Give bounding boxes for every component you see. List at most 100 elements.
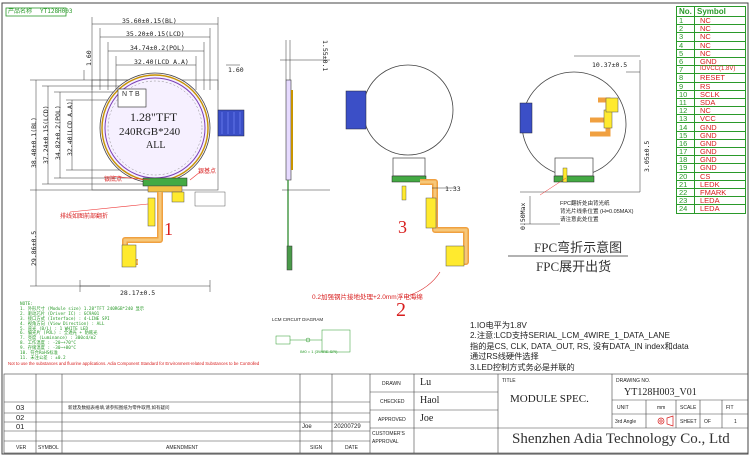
header-tag-left: 产品名称 [8,8,33,15]
pin-number: 13 [676,114,695,124]
pin-table-header: No. Symbol [676,6,746,17]
note-left-line: 11. 未注公差 : ±0.2 [20,355,66,361]
lcm-circuit-line: IM0 = 1 (3WIRE SPI) [300,349,338,354]
pin-symbol: NC [694,32,746,42]
note-right-line: 指的是CS, CLK, DATA_OUT, RS, 没有DATA_IN inde… [470,341,689,351]
ntb-label: N T B [122,91,140,98]
dim-right-side: 3.05±0.5 [643,140,651,172]
sheet-value: OF [704,419,711,425]
note-left-line: NOTE: [20,302,33,307]
rev-row-01: 01 [16,422,25,431]
unit-label: UNIT [617,405,629,411]
pin-symbol: RESET [694,73,746,83]
pin-symbol: GND [694,56,746,67]
dim-pol-width: 34.74±0.2(POL) [130,44,185,52]
col-symbol: SYMBOL [38,445,59,451]
note-left-line: 9. 存储温度 : -30~+80°C [20,346,76,352]
note-right-line: 3.LED控制方式务必是并联的 [470,362,575,372]
pin-symbol: RS [694,81,746,91]
right-note-1: FPC翻折处由背光纸 [560,201,610,207]
drawing-no-label: DRAWING NO. [616,378,651,384]
note-right-line: 2.注意:LCD支持SERIAL_LCM_4WIRE_1_DATA_LANE [470,331,670,341]
stiffener-note: 0.2加强钢片接地处理+2.0mm浮电海绵 [312,294,423,301]
front-view [30,17,245,292]
label-pin1-point: 银基点 [198,169,217,175]
dim-aa-height: 32.40(LCD A.A) [66,101,74,156]
pin-header-no: No. [676,6,695,17]
display-view: ALL [146,140,166,151]
dim-right-top: 10.37±0.5 [592,61,628,69]
third-angle-symbol [657,415,674,427]
angle-label: 3rd Angle [615,419,637,425]
approval-label: APPROVAL [372,439,399,445]
scale-value: FIT [726,405,734,411]
rev-amend-text: 新建及数据表格填,请参照图纸为零件取用,如有疑问 [68,405,170,410]
dim-160-left: 1.60 [85,50,93,66]
checked-label: CHECKED [380,399,405,405]
title-block [3,373,749,454]
dim-lcd-width: 35.20±0.15(LCD) [126,30,185,38]
view-marker-1: 1 [164,219,173,239]
rev-row-02: 02 [16,413,25,422]
company-name: Shenzhen Adia Technology Co., Ltd [512,431,730,447]
right-note-3: 请注意此处位置 [560,217,599,223]
pin-number: 19 [676,163,695,173]
dim-160-right: 1.60 [228,66,244,74]
dim-fpc-length: 29.86±0.5 [30,230,38,266]
rev-row-03: 03 [16,403,25,412]
dim-fpc-width: 28.17±0.5 [120,289,156,297]
view-marker-2: 2 [396,299,406,321]
customer-label: CUSTOMER'S [372,431,405,437]
bend-title: FPC弯折示意图 [534,240,623,255]
approved-label: APPROVED [378,417,406,423]
right-view [519,55,641,225]
note-left-line: 5. 背光 (B/L) : 1 WHITE LED [20,326,89,332]
title-value: MODULE SPEC. [510,393,589,405]
display-size: 1.28"TFT [130,110,178,124]
pin-number: 8 [676,73,695,83]
note-left-line: 7. 亮度 (Luminance) : 300cd/m2 [20,336,96,342]
right-note-2: 背光片线条位置 (H=0.05MAX) [560,209,634,215]
scale-label: SCALE [680,405,697,411]
pin-header-symbol: Symbol [694,6,746,17]
note-left-line: 10. 符合RoHS标准 [20,351,58,357]
label-fpc-fold-note: 排线如图前部翻折 [60,214,109,220]
dim-lcd-height: 37.24±0.15(LCD) [42,105,50,164]
col-ver: VER [16,445,27,451]
pin-symbol: GND [694,163,746,173]
notes-left: NOTE:1. 外形尺寸 (Module size) 1.28"TFT 240R… [20,302,145,362]
dim-side-thickness: 1.55±0.1 [321,40,329,72]
bent-view [345,64,469,297]
note-left-line: 4. 视角方向 (View Direction) : ALL [20,321,105,327]
lcm-circuit-title: LCM CIRCUIT DIAGRAM [272,317,324,322]
title-label: TITLE [502,378,516,384]
note-right-line: 通过RS线硬件选择 [470,352,539,362]
dim-pol-height: 34.82±0.2(POL) [54,105,62,160]
rev-01-date: 20200729 [334,424,361,430]
pin-symbol: GND [694,122,746,132]
note-left-line: 2. 驱动芯片 (Driver IC) : GC9A01 [20,311,100,317]
bend-subtitle: FPC展开出货 [536,259,612,274]
pin-number: 24 [676,204,695,214]
note-left-line: 1. 外形尺寸 (Module size) 1.28"TFT 240RGB*24… [20,306,145,312]
checked-name: Haol [420,395,440,406]
pin-number: 3 [676,32,695,42]
display-resolution: 240RGB*240 [119,126,181,138]
label-bent-point: 银底点 [104,177,123,183]
pin-symbol: VCC [694,114,746,124]
note-left-line: 6. 偏光片 (POL) : 全透光 + 防眩光 [20,331,98,337]
red-note: Not to use the substances and fluorine a… [8,361,260,366]
view-marker-3: 3 [398,217,407,237]
pin-symbol: LEDA [694,204,746,214]
